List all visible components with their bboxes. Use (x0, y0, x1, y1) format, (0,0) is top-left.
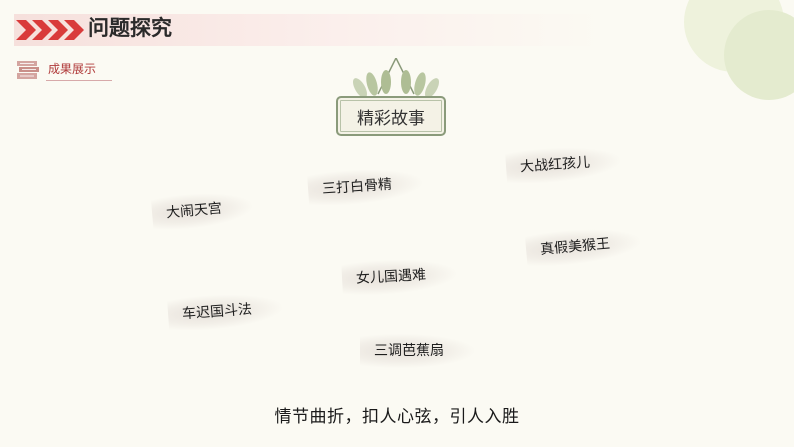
hanging-leaves-icon (353, 58, 439, 98)
chevron-arrows-icon (16, 20, 84, 40)
sign-label: 精彩故事 (357, 108, 425, 129)
story-item: 三调芭蕉扇 (360, 334, 474, 368)
story-label: 女儿国遇难 (355, 267, 427, 287)
header-bar (14, 14, 604, 46)
story-item: 大战红孩儿 (505, 143, 622, 186)
story-item: 车迟国斗法 (167, 290, 284, 333)
summary-text: 情节曲折，扣人心弦，引人入胜 (274, 407, 520, 427)
books-icon (17, 61, 39, 79)
decorative-circle (724, 10, 794, 100)
section-underline (46, 80, 112, 81)
story-item: 女儿国遇难 (341, 256, 457, 297)
story-label: 三调芭蕉扇 (374, 343, 444, 359)
section-label: 成果展示 (48, 62, 97, 76)
story-item: 真假美猴王 (524, 224, 642, 269)
story-item: 三打白骨精 (307, 165, 424, 208)
brush-stroke (360, 334, 474, 368)
story-item: 大闹天宫 (150, 189, 254, 232)
page-title: 问题探究 (88, 16, 172, 40)
story-sign: 精彩故事 (336, 96, 446, 136)
